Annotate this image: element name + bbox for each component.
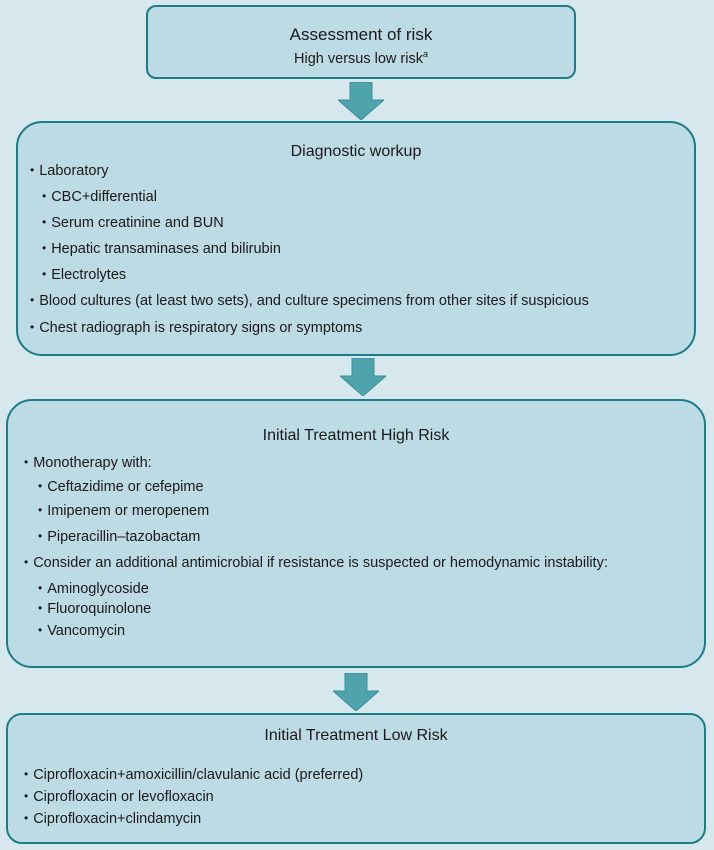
list-item: CBC+differential — [42, 189, 157, 205]
high-risk-treatment-box: Initial Treatment High Risk Monotherapy … — [6, 399, 706, 668]
list-item: Ciprofloxacin or levofloxacin — [24, 789, 214, 805]
high-risk-title: Initial Treatment High Risk — [262, 427, 450, 444]
assessment-title: Assessment of risk — [289, 25, 433, 44]
list-item: Piperacillin–tazobactam — [38, 529, 200, 545]
list-item: Ceftazidime or cefepime — [38, 479, 203, 495]
list-item: Ciprofloxacin+clindamycin — [24, 811, 201, 827]
footnote-mark: a — [422, 49, 428, 59]
list-item: Aminoglycoside — [38, 581, 149, 597]
arrow-down-icon — [338, 82, 384, 120]
list-item: Serum creatinine and BUN — [42, 215, 223, 231]
assessment-box: Assessment of risk High versus low riska — [146, 5, 576, 79]
list-item: Monotherapy with: — [24, 455, 151, 471]
low-risk-treatment-box: Initial Treatment Low Risk Ciprofloxacin… — [6, 713, 706, 844]
list-item: Ciprofloxacin+amoxicillin/clavulanic aci… — [24, 767, 363, 783]
diagnostic-workup-box: Diagnostic workup LaboratoryCBC+differen… — [16, 121, 696, 356]
arrow-down-icon — [340, 358, 386, 396]
list-item: Hepatic transaminases and bilirubin — [42, 241, 281, 257]
diagnostic-title: Diagnostic workup — [290, 143, 422, 160]
list-item: Electrolytes — [42, 267, 126, 283]
list-item: Imipenem or meropenem — [38, 503, 209, 519]
list-item: Fluoroquinolone — [38, 601, 151, 617]
arrow-down-icon — [333, 673, 379, 711]
list-item: Consider an additional antimicrobial if … — [24, 555, 608, 571]
list-item: Blood cultures (at least two sets), and … — [30, 293, 589, 309]
list-item: Vancomycin — [38, 623, 125, 639]
list-item: Chest radiograph is respiratory signs or… — [30, 320, 362, 336]
assessment-subtitle-text: High versus low risk — [294, 50, 423, 67]
low-risk-title: Initial Treatment Low Risk — [264, 727, 448, 744]
assessment-subtitle: High versus low riska — [148, 49, 574, 67]
list-item: Laboratory — [30, 163, 108, 179]
